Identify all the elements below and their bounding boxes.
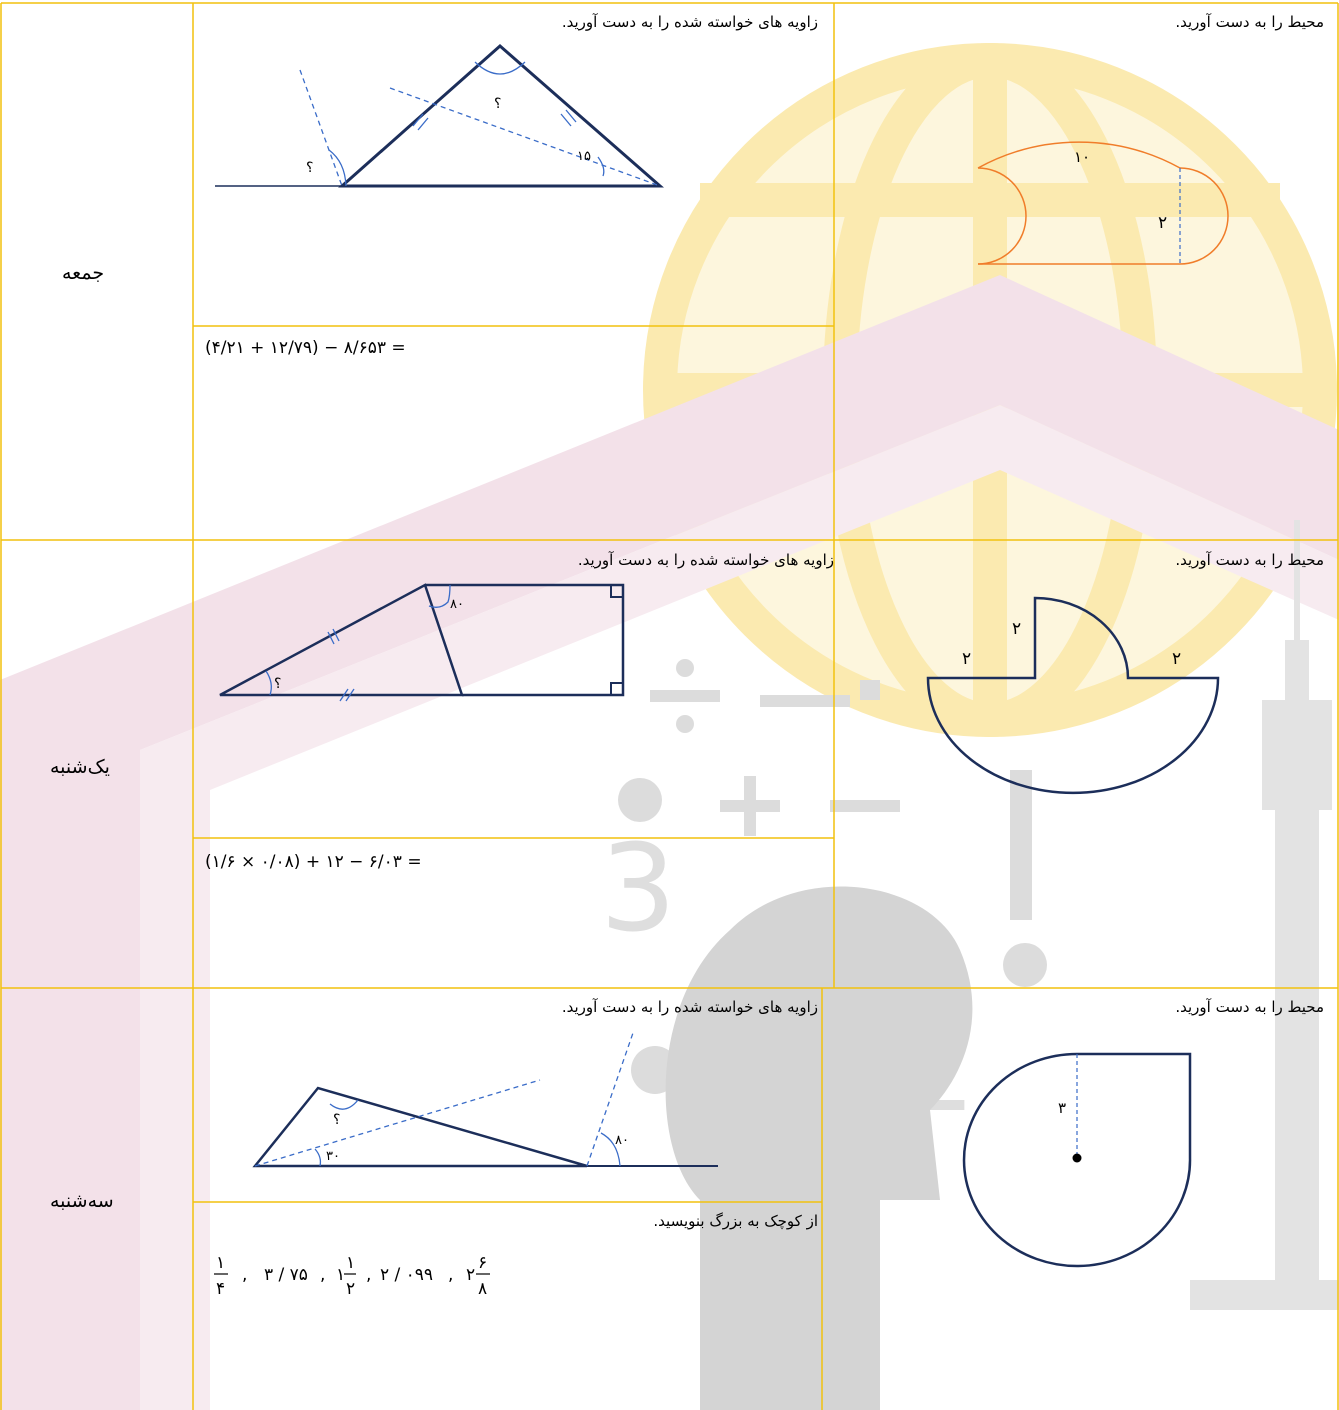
- perimeter-figure-row2: ۲ ۲ ۲: [926, 596, 1220, 795]
- instruction-angles-row2: زاویه های خواسته شده را به دست آورید.: [577, 551, 834, 569]
- instruction-perimeter-row3: محیط را به دست آورید.: [1175, 998, 1324, 1016]
- day-label-sunday: یک‌شنبه: [50, 756, 110, 778]
- decimal-1: ۳ / ۷۵: [264, 1265, 308, 1285]
- angle-arc-unknown: [265, 670, 272, 696]
- equal-marks: [412, 109, 577, 131]
- angle-arc-30: [314, 1148, 322, 1167]
- angle-figure-row2: ۸۰ ؟: [219, 583, 625, 702]
- mixed1-denominator: ۲: [346, 1279, 355, 1299]
- right-small-arc: [1179, 167, 1229, 265]
- label-unknown: ؟: [274, 676, 281, 692]
- dashed-line-left: [254, 1079, 541, 1167]
- label-80: ۸۰: [615, 1133, 629, 1148]
- left-small-arc: [977, 167, 1027, 265]
- angle-arc-given: [597, 156, 605, 177]
- label-given-15: ۱۵: [577, 149, 591, 164]
- day-label-friday: جمعه: [62, 262, 105, 284]
- label-left-2: ۲: [962, 649, 971, 669]
- separator-4: ,: [448, 1265, 453, 1285]
- angle-arc-left: [328, 149, 347, 187]
- triangle: [252, 1086, 588, 1168]
- label-unknown-top: ؟: [494, 96, 501, 112]
- expression-row2: (۱/۶ × ۰/۰۸) + ۱۲ − ۶/۰۳ =: [205, 852, 422, 872]
- dashed-line-left: [299, 69, 343, 187]
- label-right-2: ۲: [1172, 649, 1181, 669]
- mixed1-whole: ۱: [336, 1265, 345, 1285]
- instruction-order: از کوچک به بزرگ بنویسید.: [653, 1212, 818, 1230]
- angle-arc-unknown: [329, 1099, 359, 1110]
- decimal-2: ۲ / ۰۹۹: [380, 1265, 433, 1285]
- perimeter-figure-row1: ۱۰ ۲: [977, 141, 1229, 265]
- composite-shape: [926, 596, 1220, 795]
- fraction1-numerator: ۱: [216, 1253, 225, 1273]
- order-list: ۱ ۴ , ۳ / ۷۵ , ۱ ۱ ۲ , ۲ / ۰۹۹ , ۲ ۶ ۸: [212, 1248, 552, 1323]
- dashed-line-bisector: [389, 87, 661, 187]
- angle-arc-top: [474, 61, 526, 75]
- center-point: [1072, 1153, 1082, 1163]
- separator-3: ,: [366, 1265, 371, 1285]
- label-radius-3: ۳: [1058, 1099, 1066, 1117]
- mixed2-denominator: ۸: [478, 1279, 487, 1299]
- perimeter-figure-row3: ۳: [962, 1052, 1192, 1268]
- separator-1: ,: [242, 1265, 247, 1285]
- right-angle-bottom: [610, 682, 624, 696]
- label-80: ۸۰: [450, 597, 464, 612]
- label-unknown-left: ؟: [306, 160, 313, 176]
- mixed2-whole: ۲: [466, 1265, 475, 1285]
- instruction-angles-row3: زاویه های خواسته شده را به دست آورید.: [561, 998, 818, 1016]
- right-angle-top: [610, 584, 624, 598]
- label-unknown: ؟: [333, 1112, 340, 1128]
- label-small-2: ۲: [1158, 213, 1167, 233]
- triangle: [338, 44, 664, 188]
- equal-marks: [327, 628, 355, 702]
- expression-row1: (۴/۲۱ + ۱۲/۷۹) − ۸/۶۵۳ =: [205, 338, 406, 358]
- fraction1-denominator: ۴: [216, 1279, 225, 1299]
- label-mid-2: ۲: [1012, 619, 1021, 639]
- angle-figure-row1: ؟ ؟ ۱۵: [215, 44, 664, 188]
- triangle: [219, 583, 464, 697]
- label-big-10: ۱۰: [1074, 148, 1090, 166]
- instruction-angles-row1: زاویه های خواسته شده را به دست آورید.: [561, 13, 818, 31]
- separator-2: ,: [320, 1265, 325, 1285]
- instruction-perimeter-row2: محیط را به دست آورید.: [1175, 551, 1324, 569]
- instruction-perimeter-row1: محیط را به دست آورید.: [1175, 13, 1324, 31]
- mixed1-numerator: ۱: [346, 1253, 355, 1273]
- label-30: ۳۰: [326, 1149, 340, 1164]
- angle-figure-row3: ؟ ۳۰ ۸۰: [252, 1029, 718, 1168]
- day-label-tuesday: سه‌شنبه: [50, 1190, 114, 1212]
- order-list-svg: ۱ ۴ , ۳ / ۷۵ , ۱ ۱ ۲ , ۲ / ۰۹۹ , ۲ ۶ ۸: [214, 1253, 490, 1299]
- mixed2-numerator: ۶: [478, 1253, 487, 1273]
